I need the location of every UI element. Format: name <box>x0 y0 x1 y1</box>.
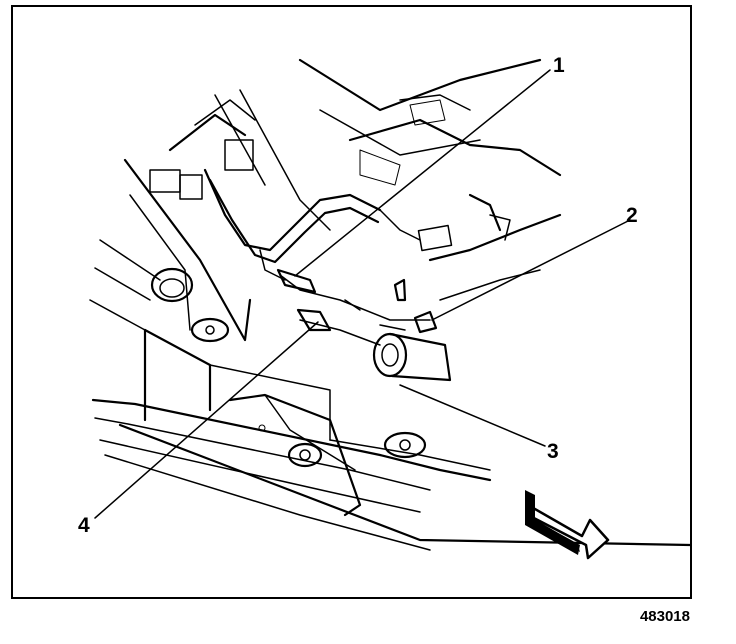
illustration-frame <box>11 5 692 599</box>
wiring-harness <box>149 99 511 281</box>
callout-2: 2 <box>626 204 638 227</box>
figure-reference-number: 483018 <box>639 608 690 625</box>
firewall-and-body-panels <box>94 58 562 342</box>
vehicle-floor-structure <box>89 267 692 551</box>
fuel-and-brake-lines <box>276 268 452 382</box>
callout-4: 4 <box>78 514 90 537</box>
callout-labels: 1 2 3 4 <box>78 54 638 537</box>
callout-1: 1 <box>553 54 565 77</box>
callout-leaders <box>94 69 631 519</box>
forward-arrow-icon <box>525 490 610 560</box>
callout-3: 3 <box>547 440 559 463</box>
